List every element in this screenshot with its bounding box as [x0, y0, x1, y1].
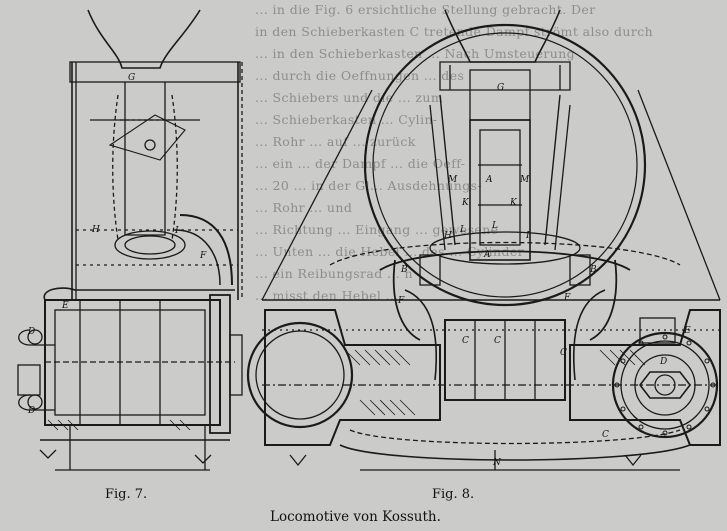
label-I: I — [525, 231, 530, 241]
label-E: E — [683, 326, 691, 336]
label-F: F — [397, 296, 405, 306]
bleed-line: ... in die Fig. 6 ersichtliche Stellung … — [255, 2, 596, 17]
bleed-line: ... misst den Hebel ... — [255, 288, 399, 300]
label-M: M — [447, 175, 458, 185]
label-C: C — [462, 336, 469, 346]
label-G: G — [497, 83, 504, 93]
label-F: F — [563, 293, 571, 303]
label-B: B — [400, 265, 408, 275]
label-L: L — [491, 221, 498, 231]
label-A: A — [485, 175, 493, 185]
label-B: B — [589, 265, 597, 275]
label-H: H — [91, 225, 100, 235]
bleed-line: ... ein Reibungsrad ... n — [255, 266, 413, 281]
bleed-line: ... Schieberkasten ... Cylin- — [255, 112, 438, 127]
fig7-labels: G H I F E D D — [27, 73, 207, 416]
fig7-drawing — [17, 9, 243, 471]
label-D: D — [27, 327, 35, 337]
label-L: L — [459, 225, 466, 235]
fig8-labels: G M M A K K L L H I A B B F F C C C C E … — [397, 83, 691, 468]
bleed-line: ... ein ... der Dampf ... die Oeff- — [255, 156, 466, 171]
bleed-line: ... Unten ... die Hebel ... des ... Cyli… — [255, 244, 525, 259]
label-H: H — [443, 231, 452, 241]
figure-title: Locomotive von Kossuth. — [270, 509, 441, 525]
bleed-line: ... Richtung ... Eingang ... gewesene — [255, 222, 499, 237]
label-D: D — [659, 357, 667, 367]
bleed-through-text: ... in die Fig. 6 ersichtliche Stellung … — [255, 0, 727, 300]
label-A: A — [483, 250, 491, 260]
label-K: K — [461, 198, 470, 208]
label-K: K — [509, 198, 518, 208]
label-C: C — [602, 430, 609, 440]
fig8-drawing — [246, 9, 721, 471]
label-E: E — [61, 301, 69, 311]
fig7-caption: Fig. 7. — [105, 487, 148, 502]
label-D: D — [27, 406, 35, 416]
bleed-line: ... Schiebers und die ... zum — [255, 90, 444, 105]
bleed-line: ... in den Schieberkasten ... Nach Umste… — [255, 46, 576, 61]
label-N: N — [492, 458, 502, 468]
label-M: M — [519, 175, 530, 185]
bleed-line: ... 20 ... in der Gl... Ausdehnungs- — [255, 178, 483, 193]
label-C: C — [560, 348, 567, 358]
bleed-line: ... Rohr ... und — [255, 200, 353, 215]
label-I: I — [174, 226, 179, 236]
label-F: F — [199, 251, 207, 261]
label-C: C — [494, 336, 501, 346]
fig8-caption: Fig. 8. — [432, 487, 475, 502]
label-G: G — [128, 73, 135, 83]
